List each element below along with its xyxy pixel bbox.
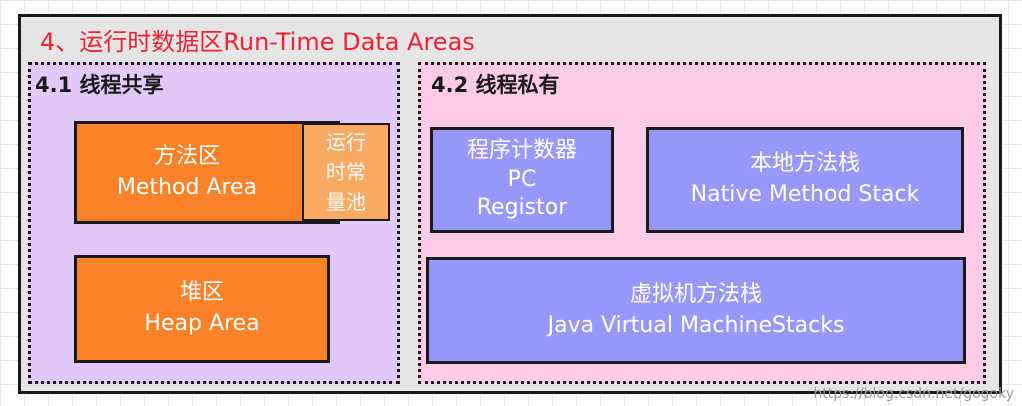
jvm-stacks-cn-label: 虚拟机方法栈 (629, 281, 762, 307)
pc-register-en-label: Registor (476, 195, 568, 221)
method-area-cn-label: 方法区 (153, 143, 220, 169)
pc-register-cn-label: 程序计数器 (466, 138, 577, 164)
watermark: https://blog.csdn.net/gogoky (813, 386, 1014, 402)
runtime-constant-pool-label: 运行时常量池 (326, 130, 366, 214)
native-method-stack-box: 本地方法栈 Native Method Stack (646, 127, 964, 233)
diagram-title: 4、运行时数据区Run-Time Data Areas (40, 28, 475, 56)
native-method-stack-en-label: Native Method Stack (690, 182, 920, 207)
runtime-constant-pool-box: 运行时常量池 (302, 123, 390, 221)
native-method-stack-cn-label: 本地方法栈 (749, 151, 860, 177)
jvm-stacks-en-label: Java Virtual MachineStacks (547, 312, 845, 338)
method-area-box: 方法区 Method Area (74, 121, 340, 224)
thread-shared-label: 4.1 线程共享 (35, 73, 164, 97)
jvm-stacks-box: 虚拟机方法栈 Java Virtual MachineStacks (426, 257, 966, 364)
thread-private-label: 4.2 线程私有 (431, 73, 560, 97)
heap-area-cn-label: 堆区 (179, 280, 224, 306)
pc-register-abbr-label: PC (507, 166, 537, 192)
heap-area-en-label: Heap Area (144, 311, 260, 336)
heap-area-box: 堆区 Heap Area (74, 255, 330, 363)
method-area-en-label: Method Area (116, 174, 258, 200)
pc-register-box: 程序计数器 PC Registor (430, 127, 614, 233)
